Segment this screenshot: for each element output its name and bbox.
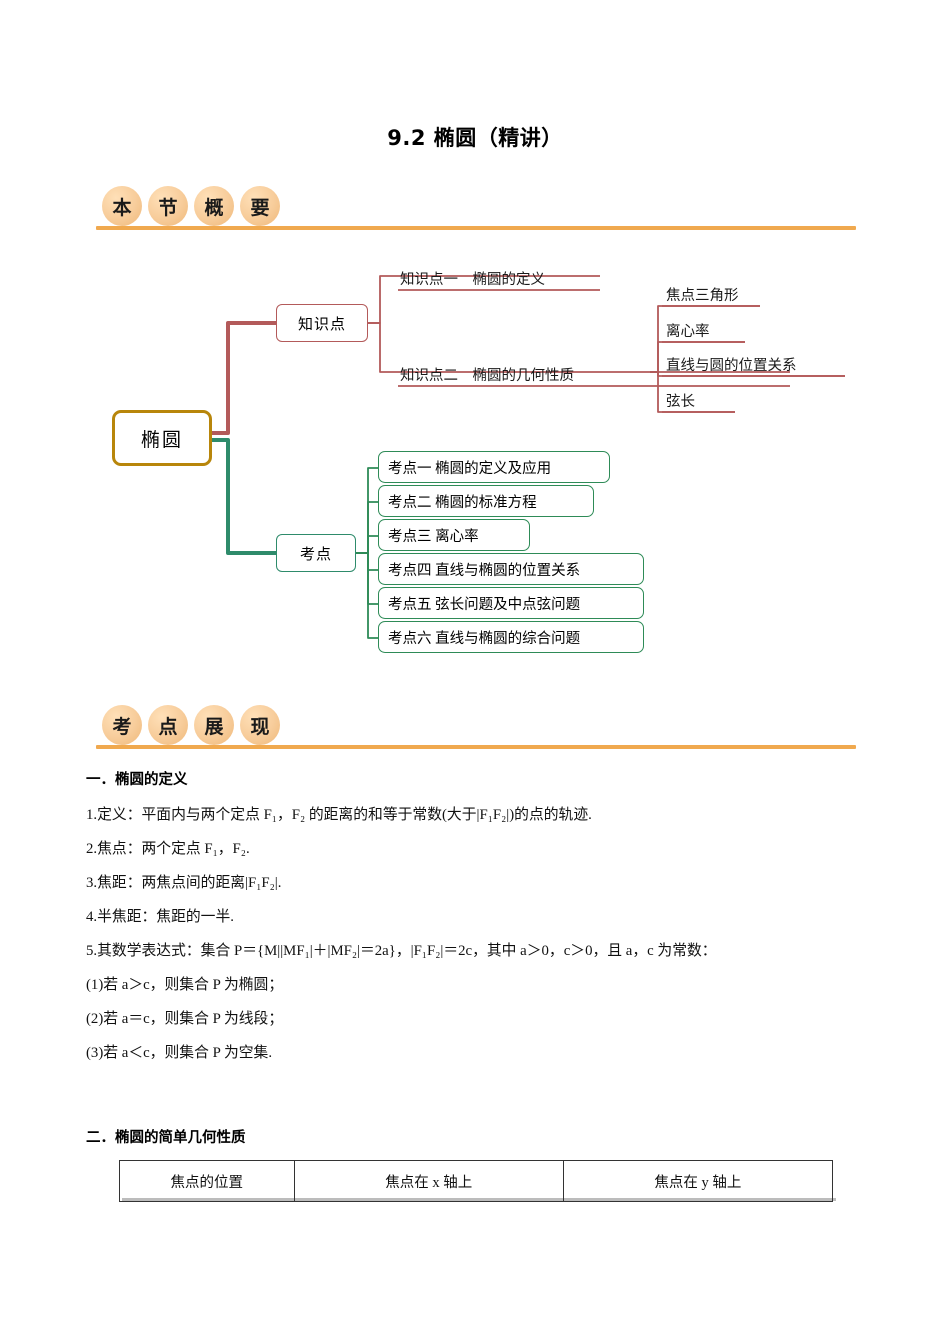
badge-overview-1: 本 (102, 186, 142, 226)
page-title: 9.2 椭圆（精讲） (387, 126, 563, 150)
heading-ellipse-definition: 一．椭圆的定义 (86, 772, 188, 788)
body-line-3: 3.焦距：两焦点间的距离|F₁F₂|. (86, 875, 282, 891)
mindmap-knowledge-item-2[interactable]: 知识点二 椭圆的几何性质 (400, 368, 574, 384)
mindmap-root-node[interactable]: 椭圆 (112, 410, 212, 466)
badge-exam-2: 点 (148, 705, 188, 745)
body-line-2: 2.焦点：两个定点 F₁，F₂. (86, 841, 250, 857)
mindmap-exam-item-6[interactable]: 考点六 直线与椭圆的综合问题 (378, 621, 644, 653)
mindmap-knowledge-subitem-4[interactable]: 弦长 (666, 394, 695, 410)
section-banner-exam-points: 考 点 展 现 (96, 705, 856, 757)
badge-group-exam-points: 考 点 展 现 (102, 705, 280, 745)
badge-overview-3: 概 (194, 186, 234, 226)
badge-overview-2: 节 (148, 186, 188, 226)
mindmap-exam-item-1[interactable]: 考点一 椭圆的定义及应用 (378, 451, 610, 483)
body-line-6: (1)若 a＞c，则集合 P 为椭圆； (86, 977, 284, 993)
mindmap-exam-item-2[interactable]: 考点二 椭圆的标准方程 (378, 485, 594, 517)
body-line-7: (2)若 a＝c，则集合 P 为线段； (86, 1011, 284, 1027)
mindmap-knowledge-subitem-2[interactable]: 离心率 (666, 324, 710, 340)
mindmap-branch-knowledge[interactable]: 知识点 (276, 304, 368, 342)
badge-group-overview: 本 节 概 要 (102, 186, 280, 226)
mindmap-exam-item-4[interactable]: 考点四 直线与椭圆的位置关系 (378, 553, 644, 585)
banner-divider-overview (96, 226, 856, 230)
mindmap-knowledge-item-1[interactable]: 知识点一 椭圆的定义 (400, 272, 545, 288)
table-row: 焦点的位置 焦点在 x 轴上 焦点在 y 轴上 (119, 1160, 834, 1202)
properties-table: 焦点的位置 焦点在 x 轴上 焦点在 y 轴上 (119, 1160, 834, 1202)
heading-ellipse-properties: 二．椭圆的简单几何性质 (86, 1130, 246, 1146)
badge-exam-3: 展 (194, 705, 234, 745)
mindmap-exam-item-3[interactable]: 考点三 离心率 (378, 519, 530, 551)
mindmap-exam-item-5[interactable]: 考点五 弦长问题及中点弦问题 (378, 587, 644, 619)
body-line-4: 4.半焦距：焦距的一半. (86, 909, 234, 925)
table-cell-focus-position: 焦点的位置 (119, 1160, 295, 1202)
body-line-8: (3)若 a＜c，则集合 P 为空集. (86, 1045, 273, 1061)
body-line-5: 5.其数学表达式：集合 P＝{M||MF₁|＋|MF₂|＝2a}，|F₁F₂|＝… (86, 943, 717, 959)
mindmap-knowledge-subitem-3[interactable]: 直线与圆的位置关系 (666, 358, 797, 374)
mindmap-branch-exam[interactable]: 考点 (276, 534, 356, 572)
table-cell-focus-y-axis: 焦点在 y 轴上 (562, 1160, 834, 1202)
section-banner-overview: 本 节 概 要 (96, 186, 856, 238)
mindmap: 椭圆 知识点 考点 知识点一 椭圆的定义 知识点二 椭圆的几何性质 焦点三角形 … (0, 248, 950, 668)
badge-exam-4: 现 (240, 705, 280, 745)
table-cell-focus-x-axis: 焦点在 x 轴上 (293, 1160, 564, 1202)
body-line-1: 1.定义：平面内与两个定点 F₁，F₂ 的距离的和等于常数(大于|F₁F₂|)的… (86, 807, 592, 823)
banner-divider-exam-points (96, 745, 856, 749)
mindmap-connectors (210, 275, 845, 639)
mindmap-knowledge-subitem-1[interactable]: 焦点三角形 (666, 288, 739, 304)
badge-exam-1: 考 (102, 705, 142, 745)
badge-overview-4: 要 (240, 186, 280, 226)
